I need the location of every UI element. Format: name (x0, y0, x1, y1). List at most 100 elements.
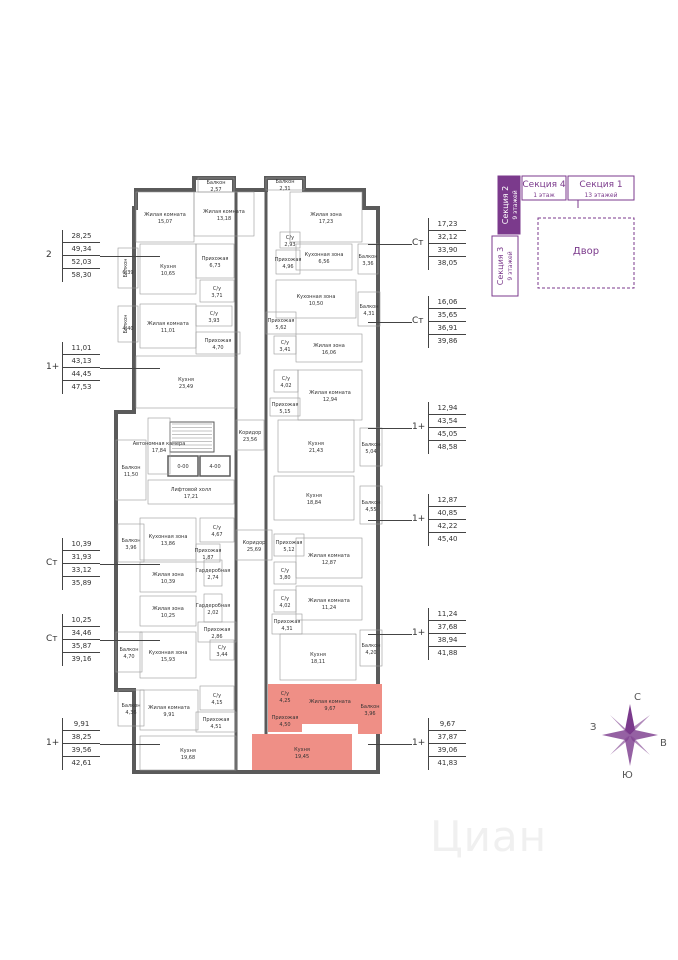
area-value: 10,25 (62, 614, 100, 627)
room-shape (273, 475, 355, 521)
room: С/у3,80 (273, 561, 297, 585)
leader-line (100, 640, 160, 641)
room: С/у4,15 (199, 685, 235, 711)
area-value: 41,88 (428, 647, 466, 660)
room-shape (295, 585, 363, 621)
section-4-block (521, 175, 567, 201)
apartment-type: 1+ (412, 514, 426, 524)
room-area: 2,74 (207, 575, 218, 581)
room-shape (252, 734, 352, 770)
section-1-sub: 13 этажей (584, 192, 617, 199)
room-name: С/у (281, 568, 289, 574)
area-value: 41,83 (428, 757, 466, 770)
room-name: Прихожая (195, 548, 222, 554)
room-name: Балкон (358, 254, 377, 260)
room-area: 5,04 (365, 449, 376, 455)
room-shape (235, 419, 265, 451)
room-area: 3,71 (211, 293, 222, 299)
area-value: 48,58 (428, 441, 466, 454)
room-shape (147, 417, 171, 475)
room-shape (358, 684, 382, 734)
room: С/у2,93 (279, 231, 301, 249)
room-shape (268, 708, 302, 732)
room-name: С/у (282, 376, 290, 382)
area-value: 33,90 (428, 244, 466, 257)
room-name: С/у (281, 340, 289, 346)
section-2-sub: 9 этажей (512, 190, 519, 219)
room-area: 4,70 (212, 345, 223, 351)
area-value: 45,40 (428, 533, 466, 546)
area-value: 39,86 (428, 335, 466, 348)
room-name: Жилая зона (310, 212, 342, 218)
room-shape (115, 631, 143, 673)
room-shape (273, 561, 297, 585)
area-value: 45,05 (428, 428, 466, 441)
apartment-type: 1+ (46, 362, 60, 372)
leader-line (368, 634, 412, 635)
room[interactable]: С/у4,25 (268, 684, 302, 708)
building-shell (114, 176, 380, 774)
leader-line (368, 744, 412, 745)
room-area: 2,86 (211, 634, 222, 640)
room-shape (273, 533, 305, 557)
room-name: Балкон (275, 179, 294, 185)
area-value: 32,12 (428, 231, 466, 244)
area-value: 42,22 (428, 520, 466, 533)
elevators: 0-00 4-00 (177, 464, 220, 470)
stairs (172, 423, 212, 449)
area-value: 16,06 (428, 296, 466, 309)
room-area: 4,25 (279, 698, 290, 704)
area-value: 43,13 (62, 355, 100, 368)
room: С/у3,44 (209, 639, 235, 661)
room-name: Прихожая (204, 627, 231, 633)
room-name: Гардеробная (196, 603, 230, 609)
compass-west: З (590, 722, 596, 733)
room-name: С/у (213, 693, 221, 699)
section-4-sub: 1 этаж (533, 192, 555, 199)
room-area: 5,62 (275, 325, 286, 331)
room-name: Прихожая (276, 540, 303, 546)
room-shape (117, 523, 145, 563)
room-area: 2,31 (279, 186, 290, 192)
room-shape (135, 355, 237, 409)
room-shape (279, 633, 357, 681)
room-area: 12,87 (322, 560, 336, 566)
room-shape (199, 685, 235, 711)
area-value: 38,94 (428, 634, 466, 647)
room-shape (235, 529, 273, 561)
room-shape (139, 735, 237, 771)
room-shape (279, 231, 301, 249)
area-value: 35,87 (62, 640, 100, 653)
room-name: С/у (281, 691, 289, 697)
room-shape (193, 191, 255, 237)
area-value: 35,65 (428, 309, 466, 322)
room-area: 3,36 (362, 261, 373, 267)
room-name: Жилая комната (147, 321, 189, 327)
room-area: 2,57 (210, 187, 221, 193)
room-name: Кухня (306, 493, 322, 499)
room-name: Кухня (310, 652, 326, 658)
